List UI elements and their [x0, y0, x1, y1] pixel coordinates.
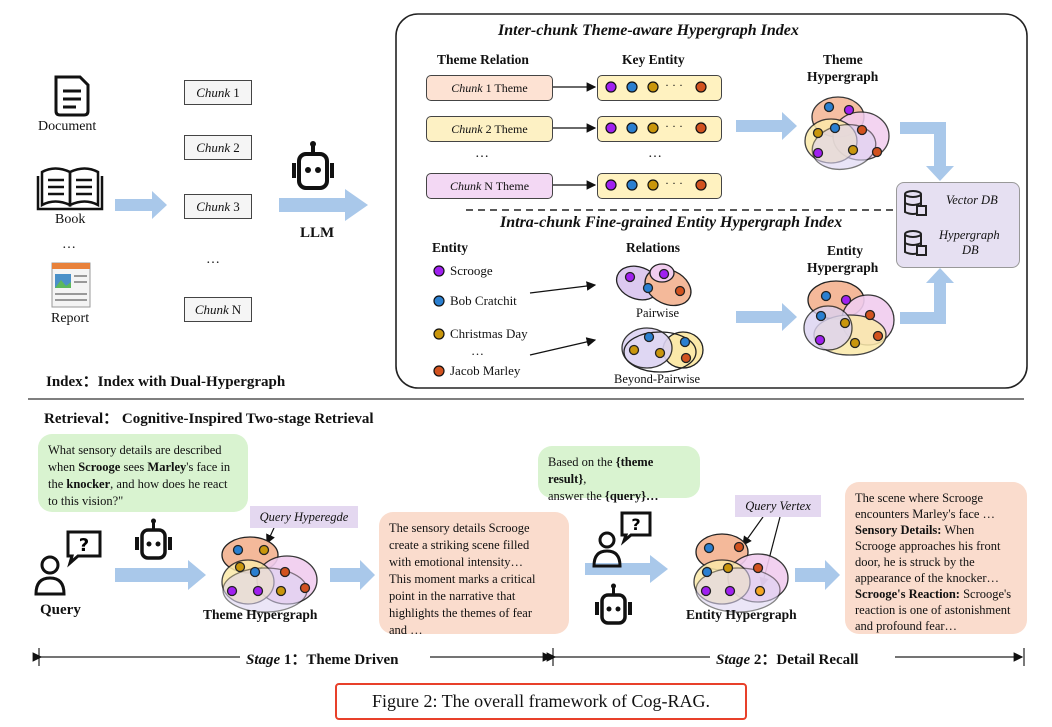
theme-rows-dots: …: [475, 146, 489, 161]
key-entity-header: Key Entity: [622, 52, 685, 67]
chunk-dots: …: [206, 252, 220, 267]
theme-hypergraph-label-1: Theme: [823, 52, 863, 67]
theme-box-2: Chunk 2 Theme: [426, 116, 553, 142]
database-icon-overlay: [904, 190, 927, 256]
entity-hypergraph-label-1: Entity: [827, 243, 864, 258]
stage-timeline: [32, 648, 1025, 666]
entity-dots: …: [471, 343, 484, 358]
beyond-pairwise-graphic: [621, 327, 704, 373]
robot-icon-stage2: [595, 583, 632, 625]
report-icon: [51, 262, 91, 308]
robot-icon-stage1: [135, 518, 172, 560]
entity-scrooge: Scrooge: [450, 263, 493, 278]
final-answer-bubble: The scene where Scrooge encounters Marle…: [845, 482, 1027, 634]
robot-icon-llm: [292, 141, 334, 190]
query-bubble: What sensory details are described when …: [38, 434, 248, 512]
retrieval-entity-hypergraph: [693, 533, 789, 613]
entity-bob-cratchit: Bob Cratchit: [450, 293, 517, 308]
inter-chunk-title: Inter-chunk Theme-aware Hypergraph Index: [498, 22, 799, 39]
index-frame: [395, 13, 1028, 389]
theme-hypergraph-graphic: [804, 96, 890, 171]
theme-answer-bubble: The sensory details Scrooge create a str…: [379, 512, 569, 637]
book-icon: [36, 167, 104, 211]
theme-box-1: Chunk 1 Theme: [426, 75, 553, 101]
query-label: Query: [40, 602, 81, 618]
prompt-bubble: Based on the {theme result}, answer the …: [538, 446, 700, 503]
flow-arrows: [115, 112, 954, 590]
source-report: Report: [51, 311, 90, 326]
stage-2-label: Stage 2：Detail Recall: [716, 652, 859, 668]
query-hyperedge-tag: Query Hyperegde: [250, 506, 358, 528]
pairwise-graphic: [615, 263, 692, 307]
key-ellipsis-n: · · ·: [665, 176, 683, 190]
retrieval-entity-hypergraph-label: Entity Hypergraph: [686, 607, 797, 622]
theme-box-n: Chunk N Theme: [426, 173, 553, 199]
source-dots: …: [62, 237, 76, 252]
key-entity-dots: …: [648, 146, 662, 161]
entity-list-nodes: [433, 265, 445, 377]
query-vertex-tag: Query Vertex: [735, 495, 821, 517]
pairwise-label: Pairwise: [636, 306, 680, 320]
beyond-pairwise-label: Beyond-Pairwise: [614, 372, 701, 386]
vector-db-label: Vector DB: [946, 193, 998, 207]
figure-caption: Figure 2: The overall framework of Cog-R…: [335, 683, 747, 720]
key-entity-box-n: [597, 173, 722, 199]
entity-jacob-marley: Jacob Marley: [450, 363, 521, 378]
hypergraph-db-label-2: DB: [962, 243, 979, 257]
theme-hypergraph-label-2: Hypergraph: [807, 69, 879, 84]
entity-christmas-day: Christmas Day: [450, 326, 528, 341]
question-mark-1: ?: [79, 535, 89, 556]
theme-relation-header: Theme Relation: [437, 52, 529, 67]
stage-1-label: Stage 1：Theme Driven: [246, 652, 399, 668]
key-ellipsis-1: · · ·: [665, 78, 683, 92]
key-entity-node-overlay: [605, 81, 707, 191]
entity-header: Entity: [432, 240, 469, 255]
question-mark-2: ?: [631, 515, 640, 534]
llm-label: LLM: [300, 225, 335, 241]
hypergraph-db-label-1: Hypergraph: [939, 228, 1000, 242]
entity-hypergraph-graphic: [803, 280, 895, 356]
relations-header: Relations: [626, 240, 680, 255]
entity-hypergraph-label-2: Hypergraph: [807, 260, 879, 275]
key-ellipsis-2: · · ·: [665, 119, 683, 133]
retrieval-theme-hypergraph-label: Theme Hypergraph: [203, 607, 318, 622]
index-caption: Index：Index with Dual-Hypergraph: [46, 374, 286, 390]
retrieval-caption: Retrieval： Cognitive-Inspired Two-stage …: [44, 411, 374, 427]
intra-chunk-title: Intra-chunk Fine-grained Entity Hypergra…: [500, 214, 843, 231]
thin-arrows: [266, 82, 781, 588]
retrieval-theme-hypergraph: [221, 536, 318, 613]
source-document: Document: [38, 119, 97, 134]
user-question-icon-2: [592, 511, 652, 568]
document-icon: [54, 75, 90, 117]
user-question-icon-1: [34, 530, 102, 596]
source-book: Book: [55, 212, 86, 227]
